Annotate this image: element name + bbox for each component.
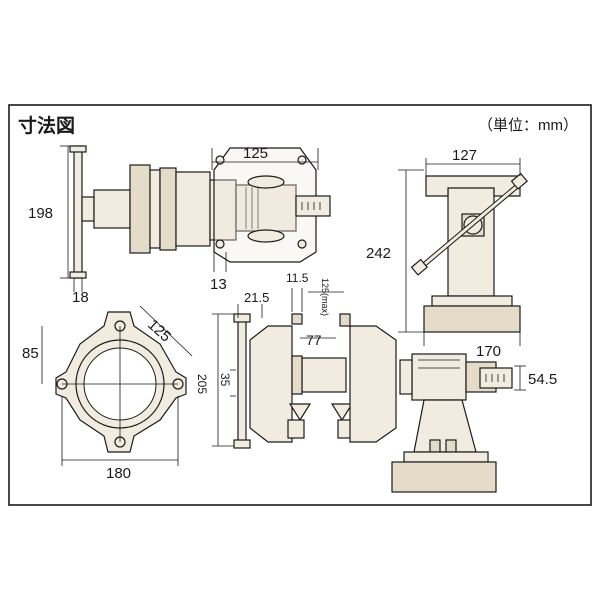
dim-35: 35 — [218, 373, 232, 387]
dim-180: 180 — [106, 465, 131, 482]
dim-54-5: 54.5 — [528, 371, 557, 388]
front-view-right-jaw — [349, 325, 397, 443]
dim-205: 205 — [195, 374, 209, 394]
front-view-left-jaw — [249, 325, 293, 443]
dim-242: 242 — [366, 245, 391, 262]
drawing-title: 寸法図 — [18, 114, 75, 137]
top-view-base — [213, 147, 317, 263]
rear-view-jaw — [411, 353, 467, 401]
dim-198: 198 — [28, 205, 53, 222]
dim-85: 85 — [22, 345, 39, 362]
front-view: 21.5 11.5 125(max) 77 205 35 — [195, 271, 397, 449]
dim-77: 77 — [306, 332, 322, 348]
top-view-scale — [295, 195, 331, 217]
top-view-handle — [73, 145, 83, 279]
front-view-handle — [237, 317, 247, 447]
base-view: 85 125 180 — [22, 305, 193, 482]
dim-125-top: 125 — [243, 145, 268, 162]
front-view-screw — [301, 357, 347, 393]
rear-view-scale — [479, 367, 513, 389]
side-view: 127 242 170 — [366, 147, 529, 360]
dim-13: 13 — [210, 276, 227, 293]
dim-11-5: 11.5 — [286, 271, 309, 285]
dim-127: 127 — [452, 147, 477, 164]
top-view-body — [93, 189, 131, 229]
dim-170: 170 — [476, 343, 501, 360]
dim-18: 18 — [72, 289, 89, 306]
rear-view: 54.5 — [391, 353, 557, 493]
rear-view-base — [391, 461, 497, 493]
dim-125-max: 125(max) — [320, 278, 330, 316]
top-view: 198 18 125 13 — [28, 145, 331, 306]
top-view-screw — [81, 196, 95, 222]
side-view-base — [431, 295, 513, 307]
dim-21-5: 21.5 — [244, 290, 269, 305]
unit-label: （単位：mm） — [478, 117, 578, 134]
